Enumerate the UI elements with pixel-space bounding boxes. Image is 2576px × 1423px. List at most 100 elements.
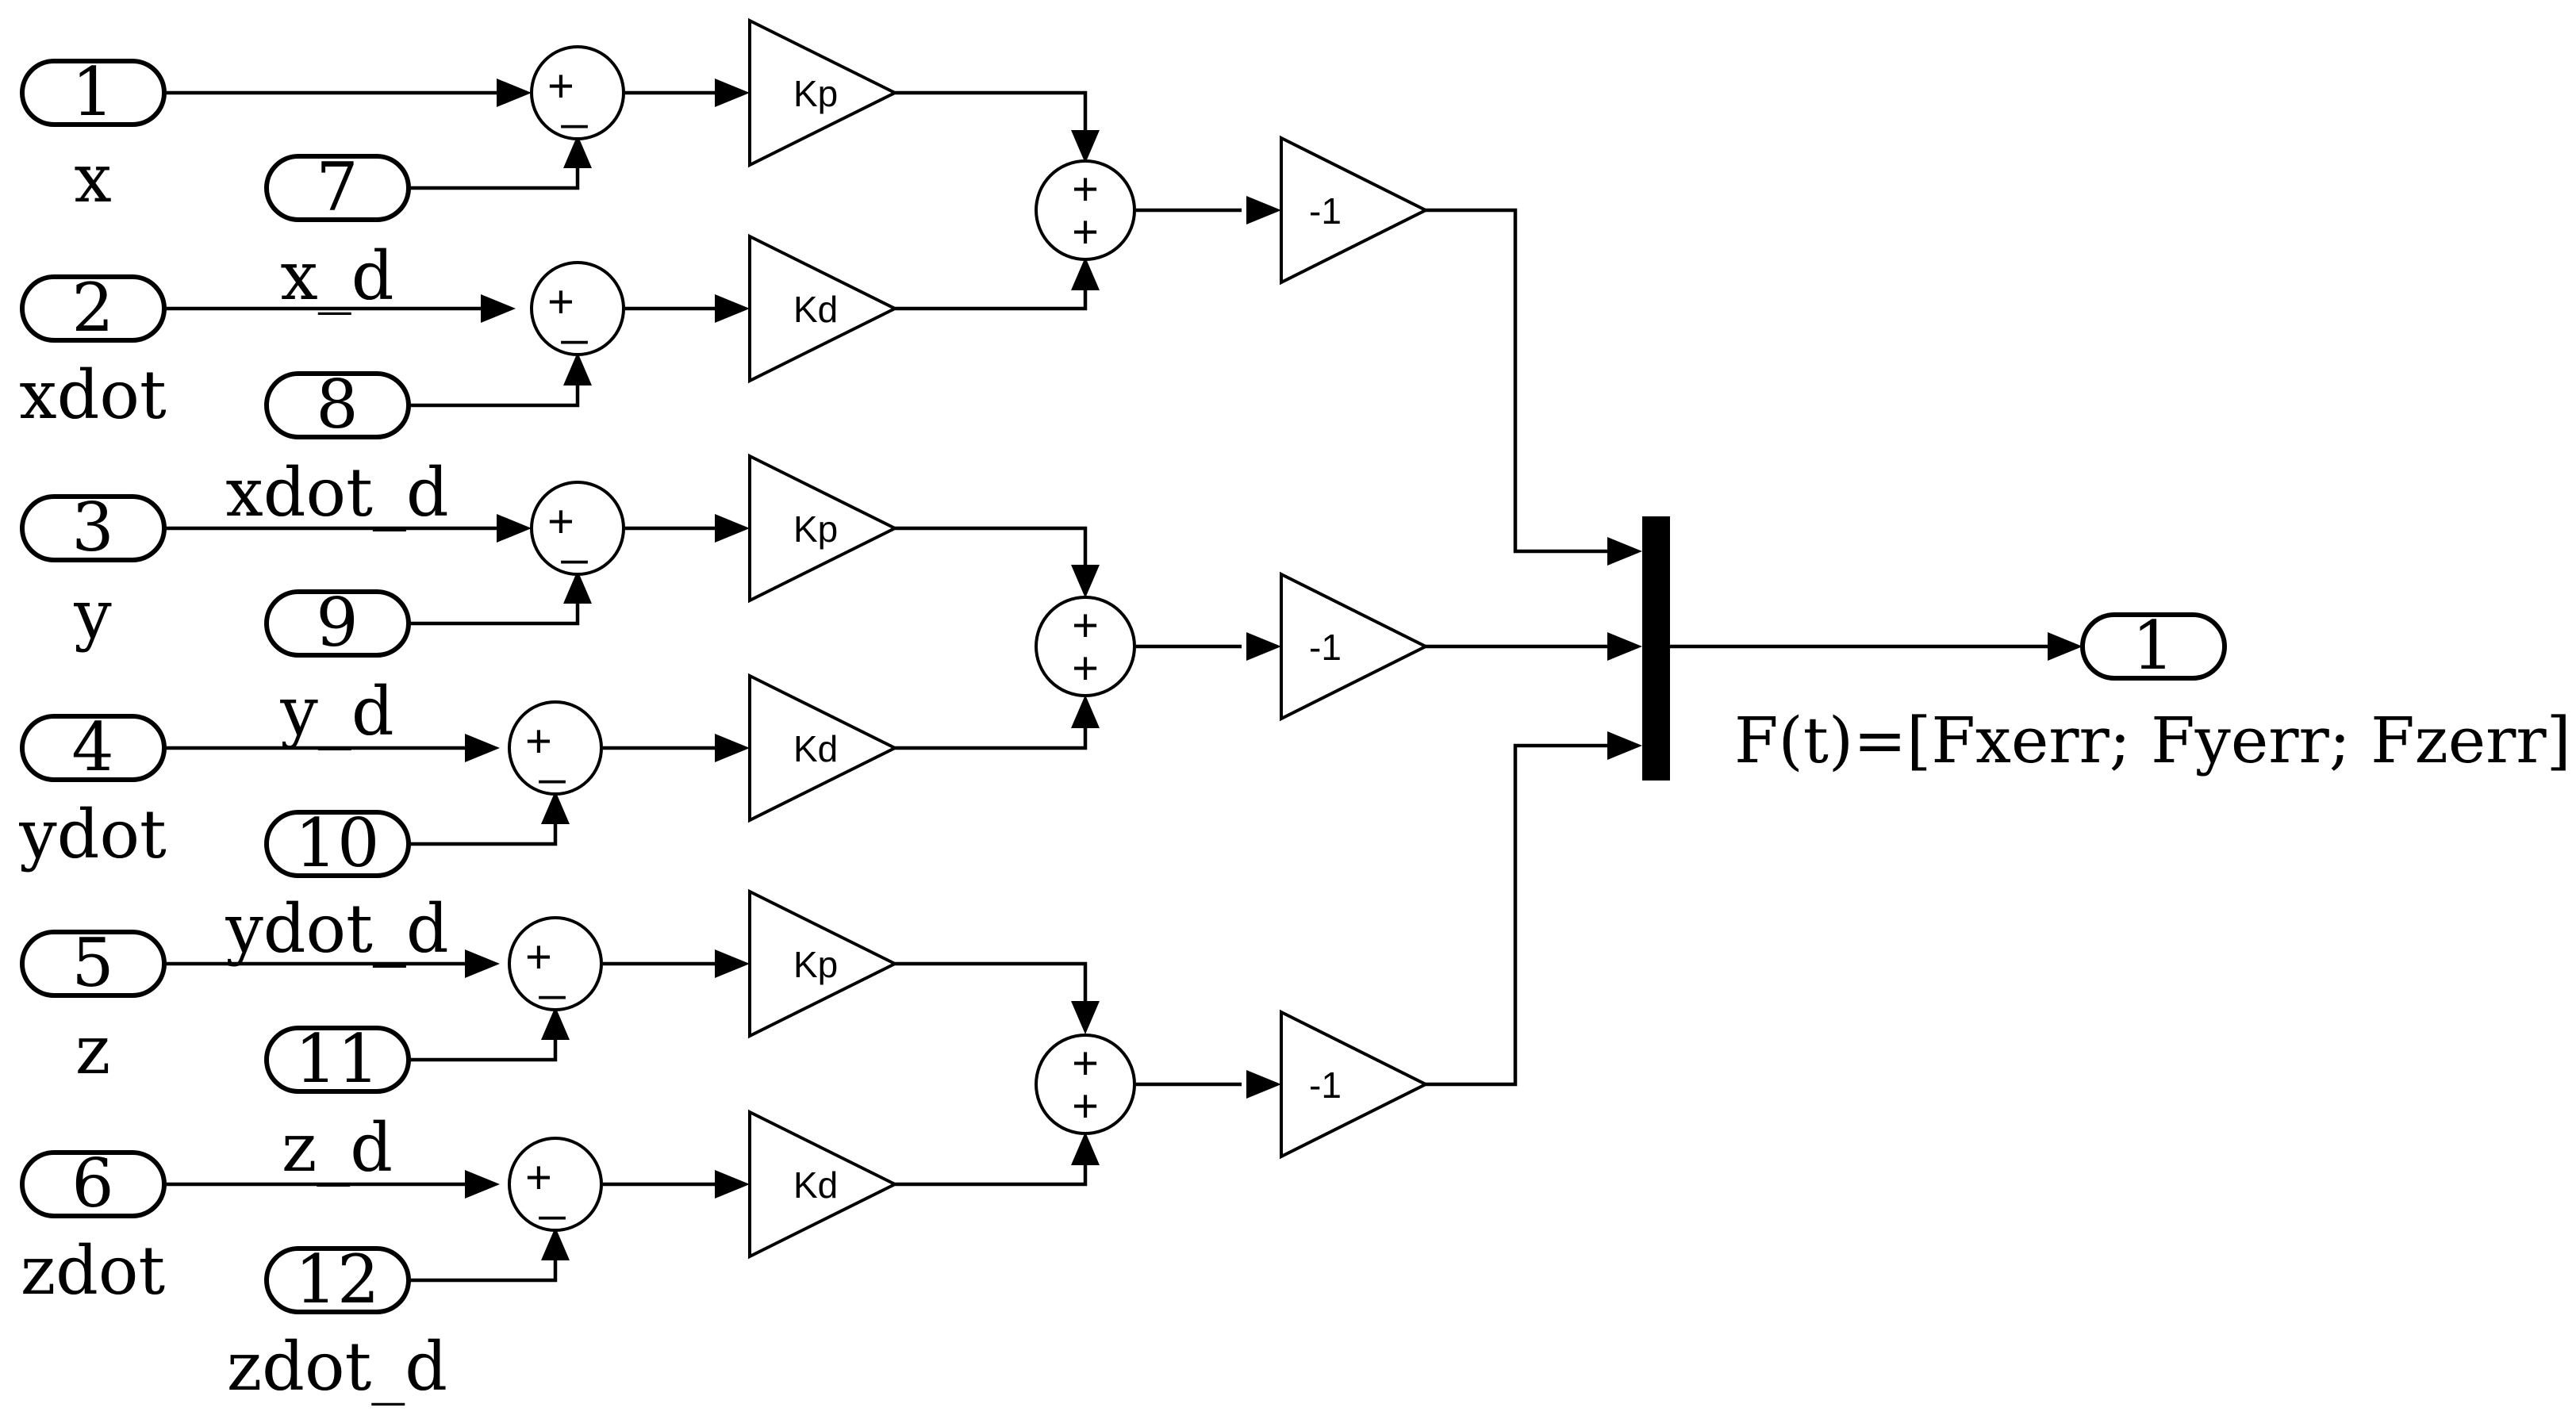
add-block-2: + + bbox=[1035, 596, 1136, 697]
wire-kd2-sum2 bbox=[895, 717, 1088, 750]
negate-gain-2: -1 bbox=[1280, 571, 1430, 722]
plus-sign: + bbox=[1072, 1038, 1099, 1089]
wire-x-d bbox=[409, 157, 580, 190]
inport-number: 4 bbox=[71, 708, 113, 786]
subtract-block-6: + _ bbox=[508, 1137, 603, 1232]
inport-label: xdot bbox=[19, 356, 167, 434]
arrowhead bbox=[465, 949, 500, 978]
arrowhead bbox=[497, 514, 532, 543]
outport-number: 1 bbox=[2132, 607, 2174, 685]
inport-7: 7 x_d bbox=[264, 148, 411, 315]
inport-10: 10 ydot_d bbox=[225, 804, 448, 968]
inport-number: 7 bbox=[316, 148, 358, 226]
inport-number: 2 bbox=[71, 269, 113, 347]
arrowhead bbox=[481, 294, 516, 323]
inport-number: 10 bbox=[295, 804, 380, 882]
gain-label: Kd bbox=[793, 1164, 838, 1206]
inport-label: x_d bbox=[280, 237, 394, 315]
wire-neg1-mux bbox=[1426, 208, 1614, 554]
arrowhead bbox=[1607, 537, 1642, 566]
plus-sign: + bbox=[525, 931, 552, 983]
plus-sign: + bbox=[1072, 600, 1099, 651]
inport-6: 6 zdot bbox=[20, 1145, 167, 1310]
arrowhead bbox=[1246, 196, 1281, 224]
wire-y-d bbox=[409, 593, 580, 626]
inport-label: y_d bbox=[279, 673, 394, 750]
inport-label: ydot_d bbox=[225, 890, 448, 968]
inport-number: 6 bbox=[71, 1145, 113, 1222]
arrowhead bbox=[715, 734, 750, 762]
inport-5: 5 z bbox=[20, 924, 167, 1089]
gain-block-kd-1: Kd bbox=[748, 233, 899, 384]
arrowhead bbox=[1071, 1132, 1100, 1165]
inport-number: 8 bbox=[316, 366, 358, 443]
arrowhead bbox=[541, 791, 570, 824]
arrowhead bbox=[1246, 1070, 1281, 1099]
subtract-block-3: + _ bbox=[530, 481, 625, 576]
gain-block-kd-2: Kd bbox=[748, 673, 899, 823]
arrowhead bbox=[1246, 632, 1281, 661]
arrowheads bbox=[465, 79, 2083, 1260]
arrowhead bbox=[465, 734, 500, 762]
inport-11: 11 z_d bbox=[264, 1020, 411, 1187]
inport-number: 12 bbox=[295, 1241, 380, 1318]
add-block-3: + + bbox=[1035, 1034, 1136, 1135]
inport-4: 4 ydot bbox=[18, 708, 167, 873]
inport-3: 3 y bbox=[20, 489, 167, 654]
subtract-block-5: + _ bbox=[508, 916, 603, 1011]
wire-neg3-mux bbox=[1426, 743, 1614, 1087]
inport-number: 3 bbox=[71, 489, 113, 566]
wire-kd3-sum3 bbox=[895, 1154, 1088, 1187]
wire-z-d bbox=[409, 1030, 558, 1062]
arrowhead bbox=[465, 1170, 500, 1199]
gain-label: Kp bbox=[793, 73, 838, 114]
inport-label: x bbox=[74, 140, 111, 217]
arrowhead bbox=[1607, 731, 1642, 760]
negate-gain-3: -1 bbox=[1280, 1009, 1430, 1160]
wire-kp3-sum3 bbox=[895, 961, 1088, 1012]
gain-block-kp-3: Kp bbox=[748, 888, 899, 1039]
minus-sign: _ bbox=[561, 78, 588, 129]
inport-number: 9 bbox=[316, 584, 358, 662]
subtract-block-2: + _ bbox=[530, 261, 625, 356]
gain-block-kp-1: Kp bbox=[748, 17, 899, 168]
minus-sign: _ bbox=[539, 949, 566, 1000]
inport-1: 1 x bbox=[20, 53, 167, 217]
inport-number: 1 bbox=[71, 53, 113, 131]
arrowhead bbox=[563, 570, 592, 604]
gain-block-kd-3: Kd bbox=[748, 1109, 899, 1260]
minus-sign: _ bbox=[561, 513, 588, 565]
wire-zdot-d bbox=[409, 1249, 558, 1283]
arrowhead bbox=[1071, 130, 1100, 163]
gain-label: -1 bbox=[1309, 627, 1342, 668]
gain-label: -1 bbox=[1309, 1064, 1342, 1106]
inport-label: zdot bbox=[21, 1232, 166, 1310]
arrowhead bbox=[2048, 632, 2083, 661]
outport-label: F(t)=[Fxerr; Fyerr; Fzerr] bbox=[1734, 704, 2571, 777]
plus-sign: + bbox=[547, 496, 574, 547]
inport-2: 2 xdot bbox=[19, 269, 167, 434]
plus-sign: + bbox=[1072, 163, 1099, 215]
inport-number: 11 bbox=[295, 1020, 380, 1098]
arrowhead bbox=[715, 1170, 750, 1199]
subtract-block-1: + _ bbox=[530, 45, 625, 140]
arrowhead bbox=[541, 1007, 570, 1040]
arrowhead bbox=[563, 352, 592, 385]
arrowhead bbox=[563, 135, 592, 168]
inport-12: 12 zdot_d bbox=[227, 1241, 447, 1406]
inport-number: 5 bbox=[71, 924, 113, 1002]
wire-xdot-d bbox=[409, 374, 580, 408]
arrowhead bbox=[715, 949, 750, 978]
inport-label: zdot_d bbox=[227, 1328, 447, 1406]
inport-label: ydot bbox=[18, 796, 167, 873]
gain-label: Kp bbox=[793, 508, 838, 550]
inport-label: y bbox=[73, 576, 112, 654]
arrowhead bbox=[715, 79, 750, 107]
gain-block-kp-2: Kp bbox=[748, 453, 899, 604]
arrowhead bbox=[1071, 1001, 1100, 1034]
arrowhead bbox=[1071, 257, 1100, 290]
wire-kp2-sum2 bbox=[895, 526, 1088, 576]
arrowhead bbox=[715, 514, 750, 543]
outport-1: 1 F(t)=[Fxerr; Fyerr; Fzerr] bbox=[1734, 607, 2571, 777]
